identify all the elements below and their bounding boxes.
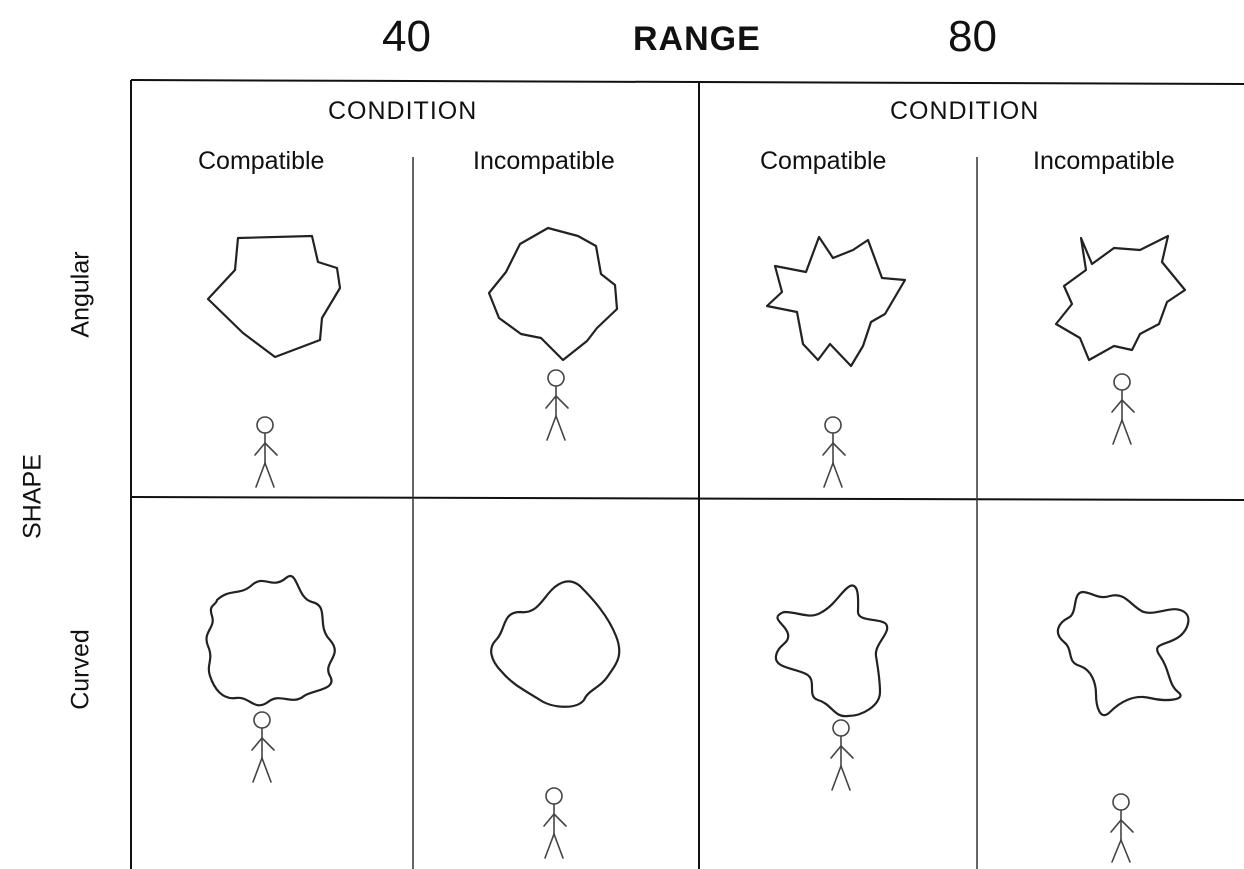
angular-shape-40-incompatible xyxy=(487,226,619,362)
curved-shape-80-compatible xyxy=(774,584,889,718)
column-header-40-compatible: Compatible xyxy=(198,147,325,175)
person-figure-angular-40-incompatible xyxy=(545,369,569,441)
range-value-40: 40 xyxy=(382,12,431,61)
column-header-80-incompatible: Incompatible xyxy=(1033,147,1175,175)
condition-label-right: CONDITION xyxy=(890,97,1040,125)
person-figure-curved-80-compatible xyxy=(830,719,854,791)
range-title: RANGE xyxy=(633,20,761,58)
column-header-40-incompatible: Incompatible xyxy=(473,147,615,175)
person-figure-curved-80-incompatible xyxy=(1110,793,1134,863)
curved-shape-80-incompatible xyxy=(1056,590,1190,717)
condition-label-left: CONDITION xyxy=(328,97,478,125)
person-figure-angular-40-compatible xyxy=(254,416,278,488)
curved-shape-40-incompatible xyxy=(490,580,621,708)
curved-shape-40-compatible xyxy=(205,574,336,707)
person-figure-angular-80-compatible xyxy=(822,416,846,488)
person-figure-curved-40-compatible xyxy=(251,711,275,783)
range-value-80: 80 xyxy=(948,12,997,61)
person-figure-curved-40-incompatible xyxy=(543,787,567,859)
top-border xyxy=(130,79,1244,85)
angular-shape-40-compatible xyxy=(206,234,342,359)
person-figure-angular-80-incompatible xyxy=(1111,373,1135,445)
column-header-80-compatible: Compatible xyxy=(760,147,887,175)
row-divider xyxy=(130,496,1244,501)
angular-shape-80-incompatible xyxy=(1054,234,1187,362)
angular-shape-80-compatible xyxy=(765,235,907,368)
